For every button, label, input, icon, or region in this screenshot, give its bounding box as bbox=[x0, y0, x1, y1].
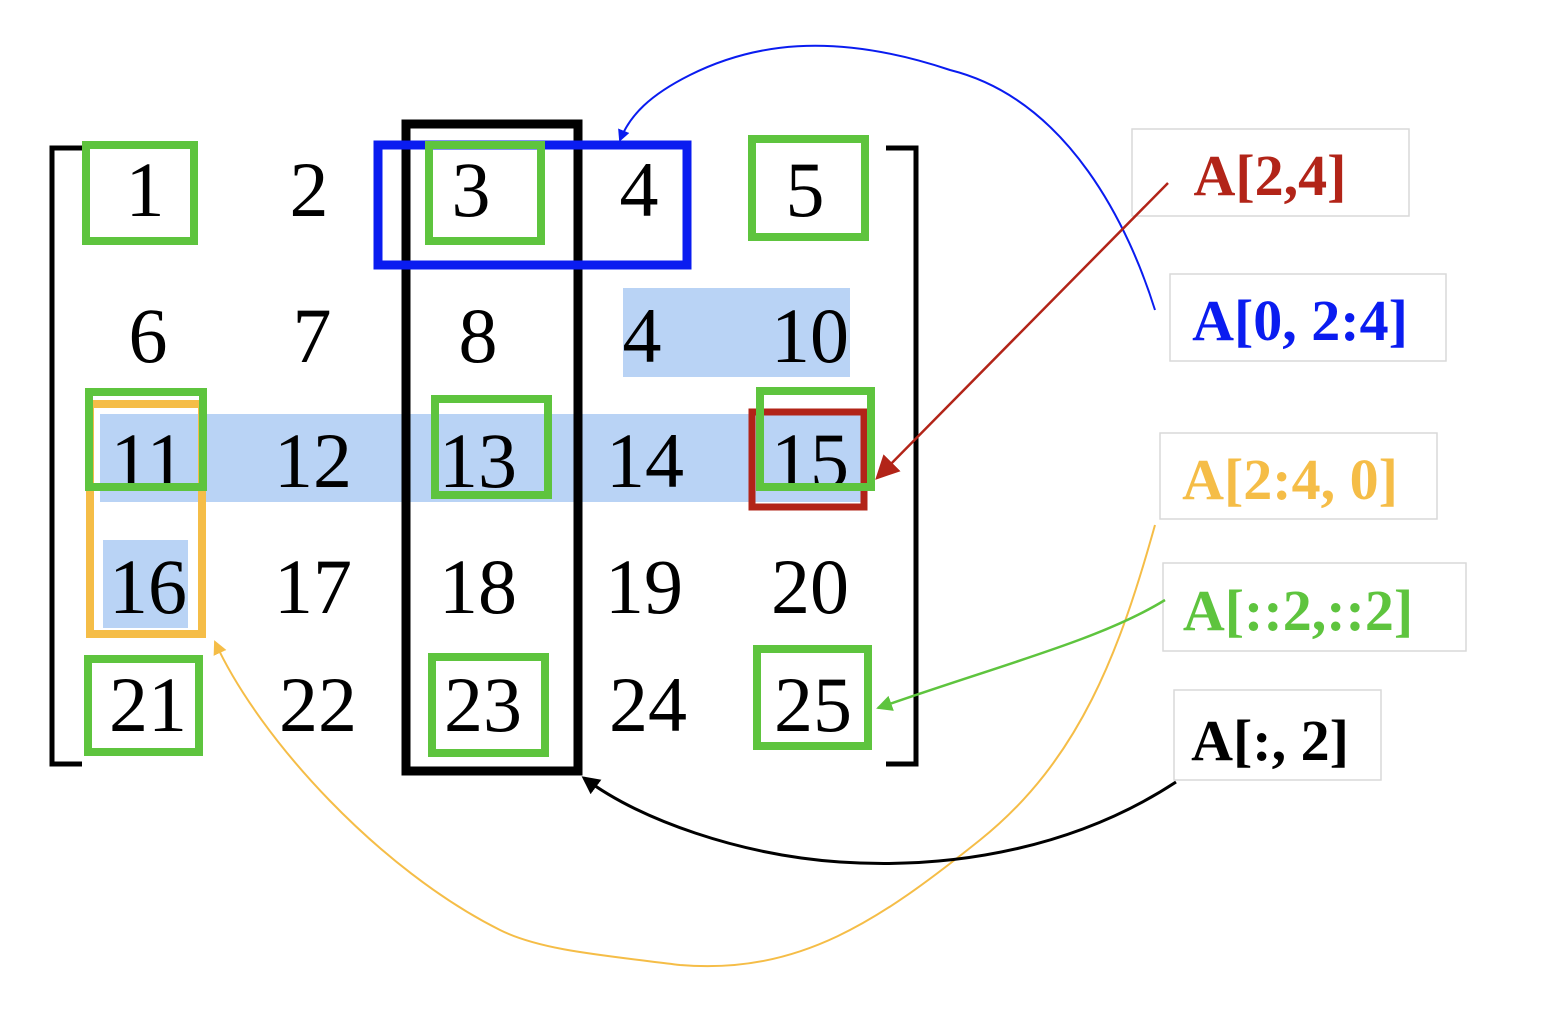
matrix-cell: 6 bbox=[129, 292, 168, 379]
step-box-5 bbox=[748, 135, 869, 241]
label-full-column: A[:, 2] bbox=[1191, 708, 1349, 773]
label-step-slice: A[::2,::2] bbox=[1183, 578, 1413, 643]
highlight-cell-16 bbox=[103, 540, 188, 628]
label-col-slice: A[2:4, 0] bbox=[1182, 447, 1398, 512]
arrow-row-slice bbox=[618, 44, 1156, 311]
step-box-15 bbox=[756, 387, 875, 491]
matrix-cell: 16 bbox=[109, 543, 187, 630]
step-box-13 bbox=[431, 395, 552, 499]
matrix-cell: 21 bbox=[109, 661, 187, 748]
matrix-cell: 17 bbox=[274, 543, 352, 630]
arrows bbox=[213, 44, 1177, 968]
label-box-single-element bbox=[1131, 128, 1410, 217]
step-box-11 bbox=[85, 388, 207, 491]
label-box-full-column bbox=[1173, 689, 1382, 781]
matrix-cell: 12 bbox=[274, 417, 352, 504]
matrix-cell: 22 bbox=[279, 661, 357, 748]
matrix-cell: 14 bbox=[606, 417, 684, 504]
arrow-col-slice bbox=[213, 524, 1156, 968]
step-box-23 bbox=[428, 653, 549, 757]
step-box-3 bbox=[425, 141, 545, 245]
matrix-cell: 4 bbox=[620, 146, 659, 233]
highlight-layer bbox=[100, 288, 862, 628]
arrow-step-slice bbox=[876, 598, 1166, 711]
label-boxes: A[2,4] A[0, 2:4] A[2:4, 0] A[::2,::2] A[… bbox=[1131, 128, 1467, 781]
highlight-row-2 bbox=[100, 414, 862, 502]
matrix-cell: 5 bbox=[786, 146, 825, 233]
matrix-cell: 8 bbox=[459, 292, 498, 379]
matrix-cell: 19 bbox=[605, 543, 683, 630]
right-bracket bbox=[886, 145, 919, 767]
matrix-cell: 13 bbox=[439, 417, 517, 504]
column-2-box bbox=[401, 119, 583, 776]
label-box-step-slice bbox=[1162, 562, 1467, 652]
step-box-21 bbox=[84, 655, 203, 756]
step-box-25 bbox=[753, 645, 872, 750]
label-row-slice: A[0, 2:4] bbox=[1192, 288, 1408, 353]
matrix-cell: 1 bbox=[126, 146, 165, 233]
matrix-cell: 20 bbox=[771, 543, 849, 630]
matrix-cell: 2 bbox=[290, 146, 329, 233]
highlight-row-1-tail bbox=[623, 288, 850, 377]
step-box-1 bbox=[82, 141, 198, 245]
matrix-cell: 24 bbox=[609, 661, 687, 748]
matrix-cell: 10 bbox=[771, 292, 849, 379]
selection-boxes bbox=[82, 119, 875, 776]
matrix-cell: 25 bbox=[774, 661, 852, 748]
matrix-cells: 1 2 3 4 5 6 7 8 4 10 11 12 13 14 15 16 1… bbox=[109, 146, 852, 748]
rows-2-4-col-0-box bbox=[86, 400, 206, 638]
matrix-cell: 4 bbox=[623, 292, 662, 379]
label-box-row-slice bbox=[1169, 273, 1447, 362]
left-bracket bbox=[49, 145, 82, 767]
arrow-single-element bbox=[875, 182, 1169, 480]
matrix-cell: 7 bbox=[293, 292, 332, 379]
matrix-cell: 23 bbox=[444, 661, 522, 748]
element-2-4-box bbox=[748, 408, 868, 511]
label-single-element: A[2,4] bbox=[1193, 143, 1346, 208]
label-box-col-slice bbox=[1159, 432, 1438, 520]
matrix-cell: 3 bbox=[452, 146, 491, 233]
matrix-cell: 18 bbox=[439, 543, 517, 630]
arrow-full-column bbox=[581, 776, 1177, 865]
